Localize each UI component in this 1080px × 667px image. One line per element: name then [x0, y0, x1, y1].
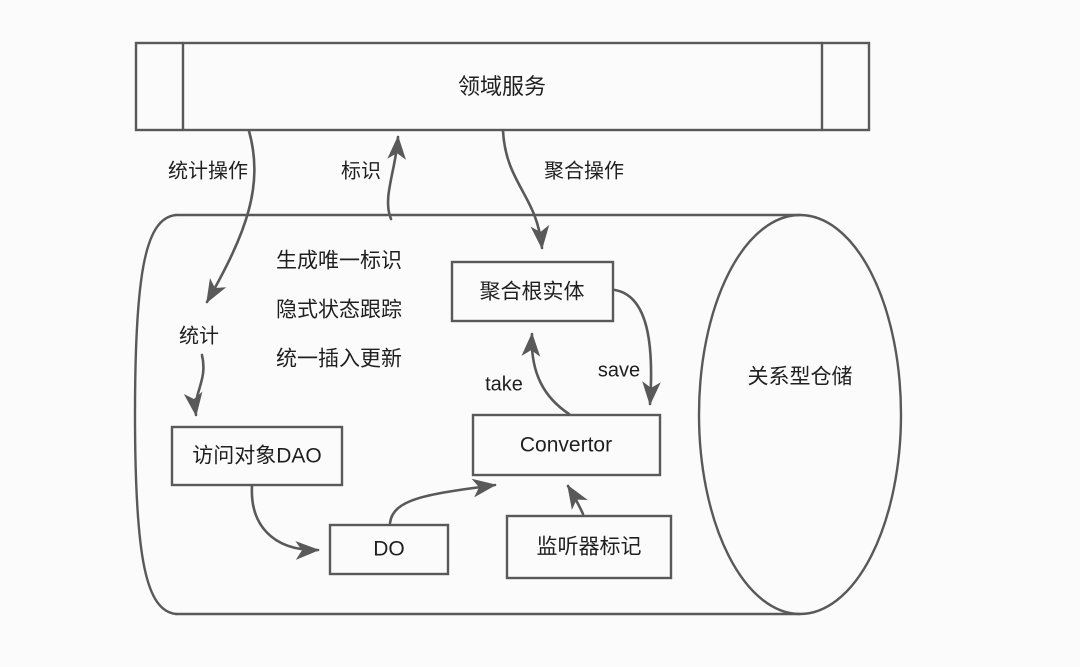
- node-convertor[interactable]: Convertor: [471, 413, 662, 477]
- edge-dao-to-do: [250, 484, 320, 560]
- node-aggregate-root[interactable]: 聚合根实体: [450, 260, 615, 323]
- repository-notes: 生成唯一标识 隐式状态跟踪 统一插入更新: [276, 250, 402, 371]
- node-dao-box[interactable]: [170, 425, 344, 487]
- node-listener-mark[interactable]: 监听器标记: [505, 514, 673, 580]
- node-do-label: DO: [373, 538, 405, 561]
- domain-service-bar-outline: [134, 41, 871, 132]
- domain-service-bar: 领域服务: [134, 41, 871, 132]
- cylinder-left-cap: [133, 213, 178, 616]
- edge-aggregate-operation-label: 聚合操作: [544, 159, 624, 182]
- edge-save-label: save: [598, 359, 640, 381]
- edge-take-label: take: [485, 373, 523, 395]
- edge-listener-to-convertor: [566, 484, 588, 516]
- edge-save-path: [613, 288, 661, 406]
- repository-cylinder: 关系型仓储: [133, 213, 903, 616]
- edge-do-to-convertor: [388, 478, 497, 525]
- node-do-box[interactable]: [328, 523, 450, 576]
- edge-stat-operation-path: [205, 129, 256, 304]
- edge-stat-operation-label: 统计操作: [168, 159, 248, 182]
- edge-save: save: [598, 288, 661, 406]
- edge-take-path: [521, 332, 571, 416]
- node-dao-label: 访问对象DAO: [192, 445, 322, 468]
- note-line-2: 隐式状态跟踪: [276, 299, 402, 322]
- edge-identity-path: [386, 135, 406, 221]
- node-listener-mark-box[interactable]: [505, 514, 673, 580]
- cylinder-right-cap: [697, 213, 903, 616]
- edge-stat-operation: 统计操作: [168, 129, 256, 304]
- domain-service-bar-label: 领域服务: [458, 74, 546, 99]
- node-do[interactable]: DO: [328, 523, 450, 576]
- edge-stat-to-dao: [183, 353, 205, 417]
- edge-aggregate-operation: 聚合操作: [501, 129, 624, 250]
- edge-take: take: [485, 332, 571, 416]
- node-listener-mark-label: 监听器标记: [537, 536, 642, 559]
- node-aggregate-root-label: 聚合根实体: [480, 281, 585, 304]
- edge-identity-label: 标识: [341, 159, 381, 182]
- relational-store-label: 关系型仓储: [748, 366, 853, 389]
- node-aggregate-root-box[interactable]: [450, 260, 615, 323]
- edge-identity: 标识: [341, 135, 406, 221]
- node-convertor-label: Convertor: [520, 434, 612, 457]
- node-dao[interactable]: 访问对象DAO: [170, 425, 344, 487]
- node-convertor-box[interactable]: [471, 413, 662, 477]
- note-line-1: 生成唯一标识: [276, 250, 402, 273]
- note-line-3: 统一插入更新: [276, 348, 402, 371]
- edge-aggregate-operation-path: [501, 129, 550, 250]
- stat-node-label: 统计: [179, 324, 219, 347]
